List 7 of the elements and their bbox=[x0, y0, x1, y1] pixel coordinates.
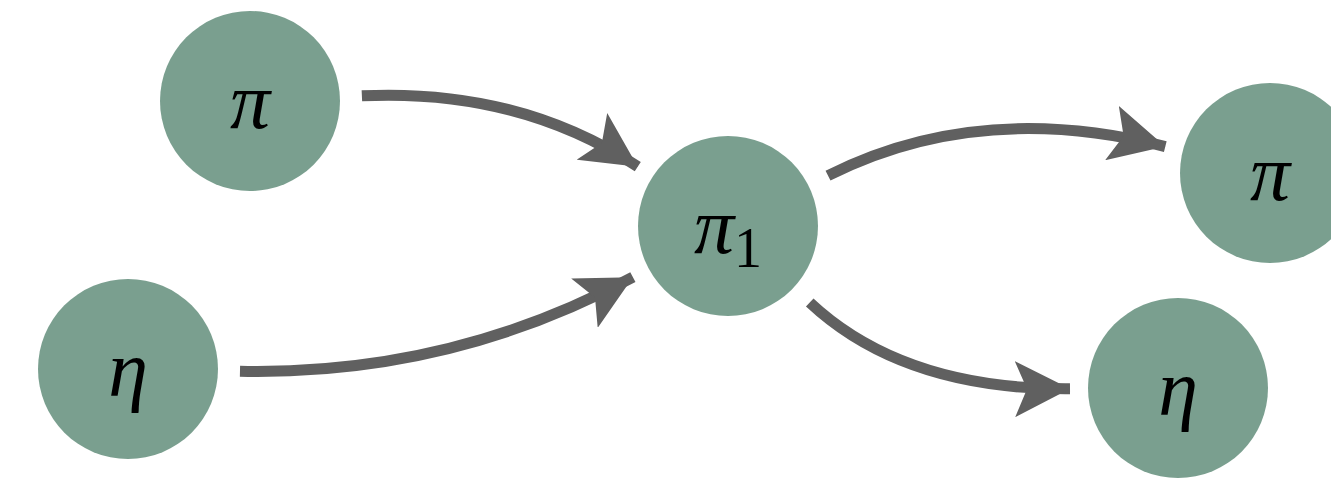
arrow bbox=[806, 298, 1071, 416]
node-label: π bbox=[1249, 133, 1291, 213]
node-label: π$_{1}$ bbox=[693, 186, 763, 266]
node-label: π bbox=[229, 61, 271, 141]
arrow bbox=[361, 89, 641, 172]
arrow bbox=[825, 107, 1167, 181]
arrow bbox=[240, 272, 636, 377]
